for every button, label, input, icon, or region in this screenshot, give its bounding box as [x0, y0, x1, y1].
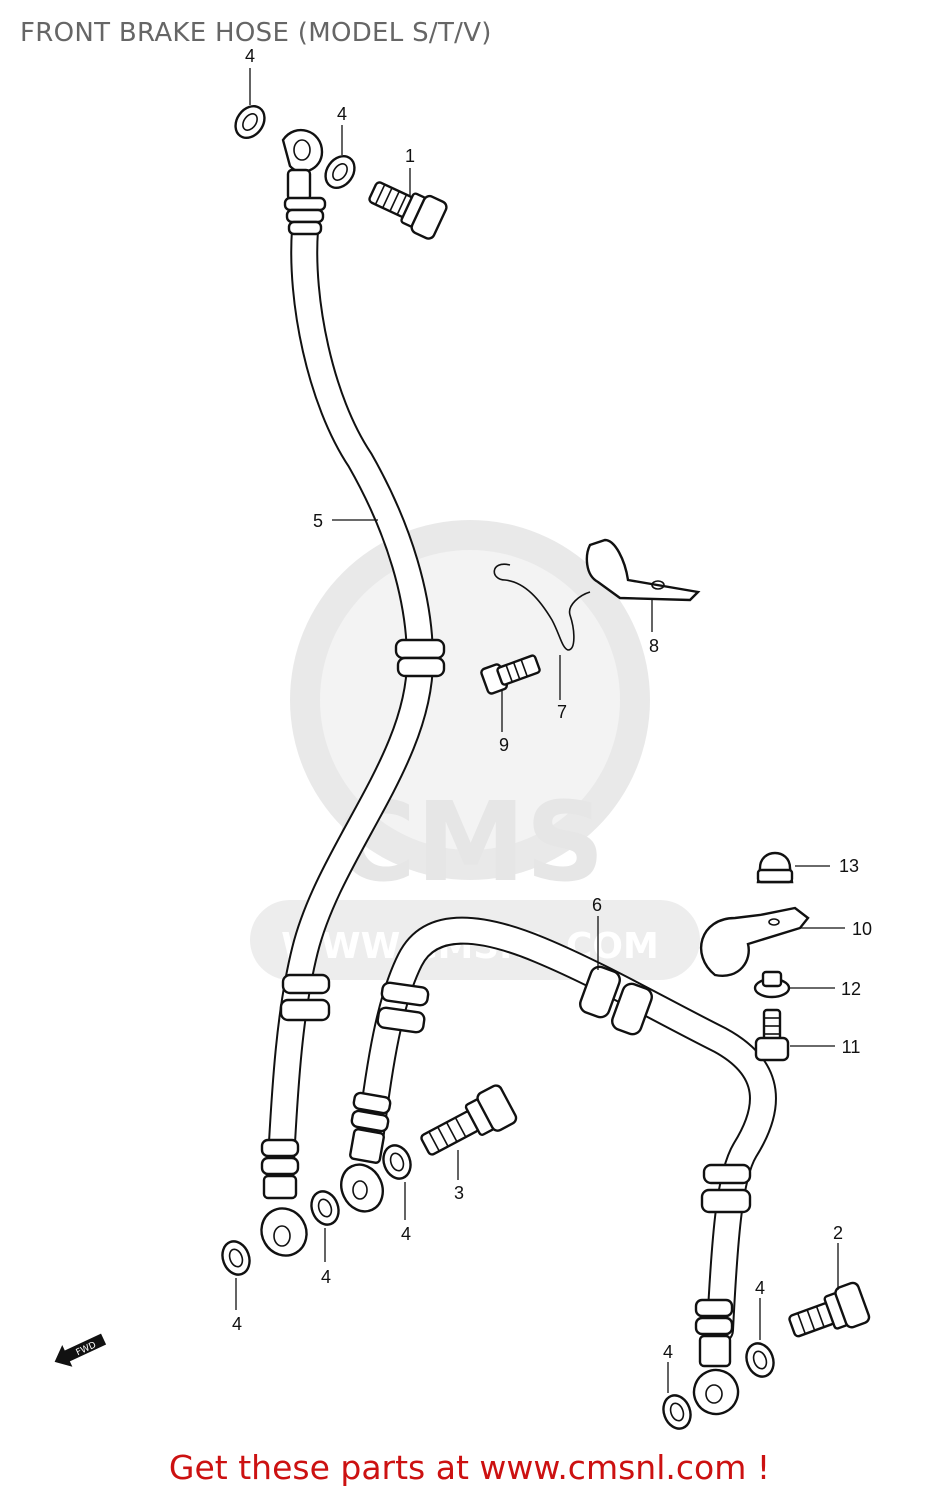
union-bolt-3	[420, 1084, 518, 1156]
callout-10: 10	[852, 919, 872, 939]
callout-8: 8	[649, 636, 659, 656]
callout-13: 13	[839, 856, 859, 876]
callout-5: 5	[313, 511, 323, 531]
gasket-4-left-b	[310, 1190, 340, 1226]
callout-12: 12	[841, 979, 861, 999]
callout-6: 6	[592, 895, 602, 915]
callout-7: 7	[557, 702, 567, 722]
gasket-4-top-right	[324, 155, 356, 189]
callout-2: 2	[833, 1223, 843, 1243]
gasket-4-middle	[382, 1144, 412, 1180]
callout-9: 9	[499, 735, 509, 755]
callout-1: 1	[405, 146, 415, 166]
callout-4-middle: 4	[401, 1224, 411, 1244]
callout-4-right-b: 4	[663, 1342, 673, 1362]
callout-4-top-right: 4	[337, 104, 347, 124]
callout-4-right-a: 4	[755, 1278, 765, 1298]
callout-4-left-a: 4	[232, 1314, 242, 1334]
get-parts-link[interactable]: Get these parts at www.cmsnl.com !	[168, 1448, 771, 1487]
clip-7	[493, 563, 591, 651]
gasket-4-top-left	[234, 105, 266, 139]
page-title: FRONT BRAKE HOSE (MODEL S/T/V)	[20, 18, 492, 48]
brake-hose-6	[340, 916, 777, 1416]
bracket-8	[585, 538, 701, 602]
bolt-9	[480, 654, 541, 695]
callout-numbers: 4 4 1 5 7 8 9 6 13 10 12 11 3 2 4 4 4 4 …	[232, 46, 872, 1362]
forward-direction-marker: FWD	[54, 1333, 107, 1367]
union-bolt-1	[368, 181, 448, 240]
forward-label: FWD	[75, 1340, 98, 1358]
bolt-11	[754, 1008, 790, 1062]
washer-12	[753, 970, 791, 999]
cap-nut-13	[756, 851, 794, 884]
callout-11: 11	[842, 1037, 861, 1057]
callout-4-left-b: 4	[321, 1267, 331, 1287]
gasket-4-right-a	[745, 1342, 775, 1378]
callout-4-top-left: 4	[245, 46, 255, 66]
union-bolt-2	[788, 1281, 871, 1338]
leader-lines	[235, 68, 845, 1393]
gasket-4-right-b	[662, 1394, 692, 1430]
callout-3: 3	[454, 1183, 464, 1203]
brake-hose-5	[260, 129, 446, 1257]
gasket-4-left-a	[221, 1240, 251, 1276]
clamp-10	[699, 906, 810, 977]
